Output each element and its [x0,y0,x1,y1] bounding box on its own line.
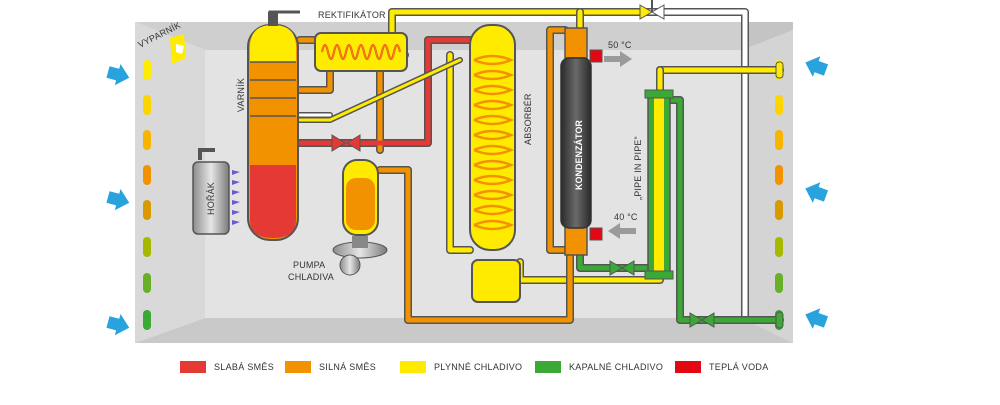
generator [247,10,300,241]
legend-label-strong: SILNÁ SMĚS [319,362,377,372]
valve-green-lower [689,312,715,328]
cold-water-in-arrow [608,223,636,239]
temp-cold-label: 40 °C [614,212,638,222]
legend-item-weak: SLABÁ SMĚS [180,357,274,377]
condenser [560,27,603,256]
burner-label: HOŘÁK [206,182,216,215]
legend-item-gas: PLYNNÉ CHLADIVO [400,357,522,377]
pipe-in-pipe [644,89,674,280]
legend-swatch-strong [285,361,311,373]
condenser-label: KONDENZÁTOR [574,120,584,190]
legend-item-liquid: KAPALNÉ CHLADIVO [535,357,663,377]
legend-swatch-hot-water [675,361,701,373]
valve-top [639,0,665,20]
valve-green [609,260,635,276]
legend-label-gas: PLYNNÉ CHLADIVO [434,362,523,372]
legend-swatch-liquid [535,361,561,373]
evaporator-fins-left [143,60,151,330]
legend-label-weak: SLABÁ SMĚS [214,362,275,372]
burner [192,148,240,235]
rectifier [314,32,408,72]
absorber [469,24,521,303]
legend-label-hot-water: TEPLÁ VODA [709,362,769,372]
pump-label-2: CHLADIVA [288,272,334,282]
refrigerant-pump [332,159,388,276]
legend: SLABÁ SMĚS SILNÁ SMĚS PLYNNÉ CHLADIVO KA… [170,357,820,377]
pump-label-1: PUMPA [293,260,325,270]
legend-item-hot-water: TEPLÁ VODA [675,357,769,377]
generator-label: VARNÍK [236,78,246,112]
pipe-in-pipe-label: „PIPE IN PIPE“ [633,136,643,200]
valve-red [331,134,361,152]
legend-swatch-gas [400,361,426,373]
rectifier-label: REKTIFIKÁTOR [318,10,386,20]
legend-item-strong: SILNÁ SMĚS [285,357,376,377]
temp-hot-label: 50 °C [608,40,632,50]
legend-swatch-weak [180,361,206,373]
absorber-label: ABSORBÉR [523,93,533,145]
hot-water-out-arrow [604,51,632,67]
air-flow-arrows [106,56,829,336]
legend-label-liquid: KAPALNÉ CHLADIVO [569,362,664,372]
